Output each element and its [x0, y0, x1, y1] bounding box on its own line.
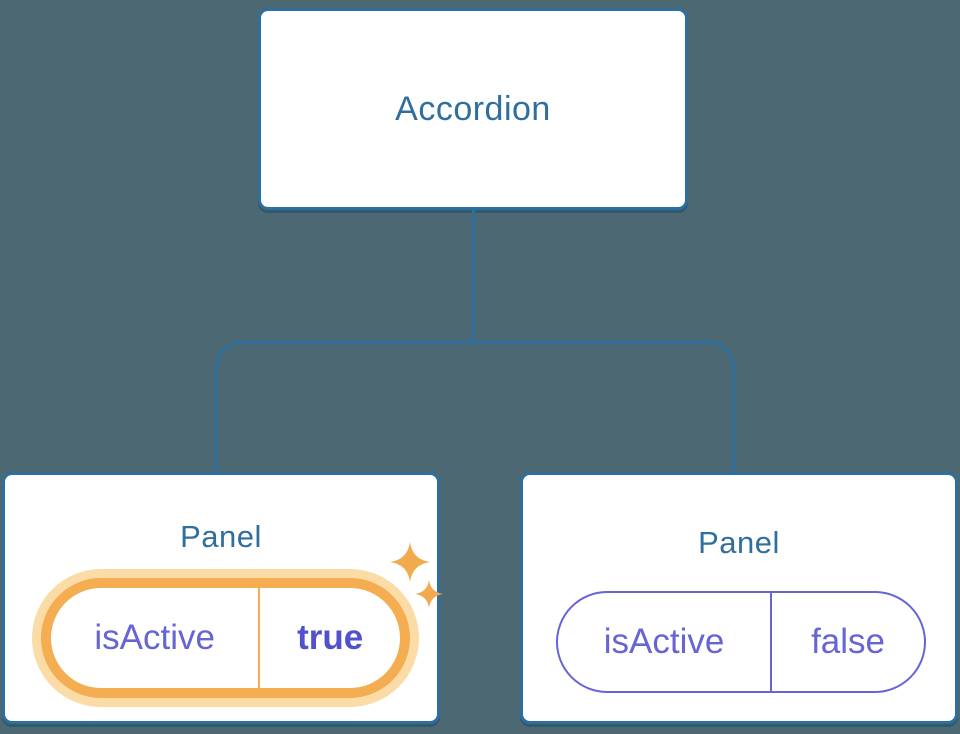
- panel-title: Panel: [180, 519, 262, 554]
- state-value: true: [297, 618, 364, 657]
- panel-title: Panel: [698, 525, 780, 560]
- panel-node-left: Panel isActive true: [2, 472, 443, 724]
- state-key: isActive: [558, 593, 773, 691]
- state-key: isActive: [51, 588, 261, 688]
- state-pill-inactive: isActive false: [556, 591, 926, 693]
- connector-branch: [215, 341, 735, 472]
- sparkles-icon: [390, 542, 443, 608]
- panel-node-right: Panel isActive false: [520, 472, 958, 724]
- connector-stem: [472, 209, 475, 343]
- accordion-node-label: Accordion: [395, 89, 551, 128]
- state-pill-active: isActive true: [41, 578, 410, 698]
- accordion-node: Accordion: [258, 8, 688, 210]
- state-value: false: [811, 622, 886, 661]
